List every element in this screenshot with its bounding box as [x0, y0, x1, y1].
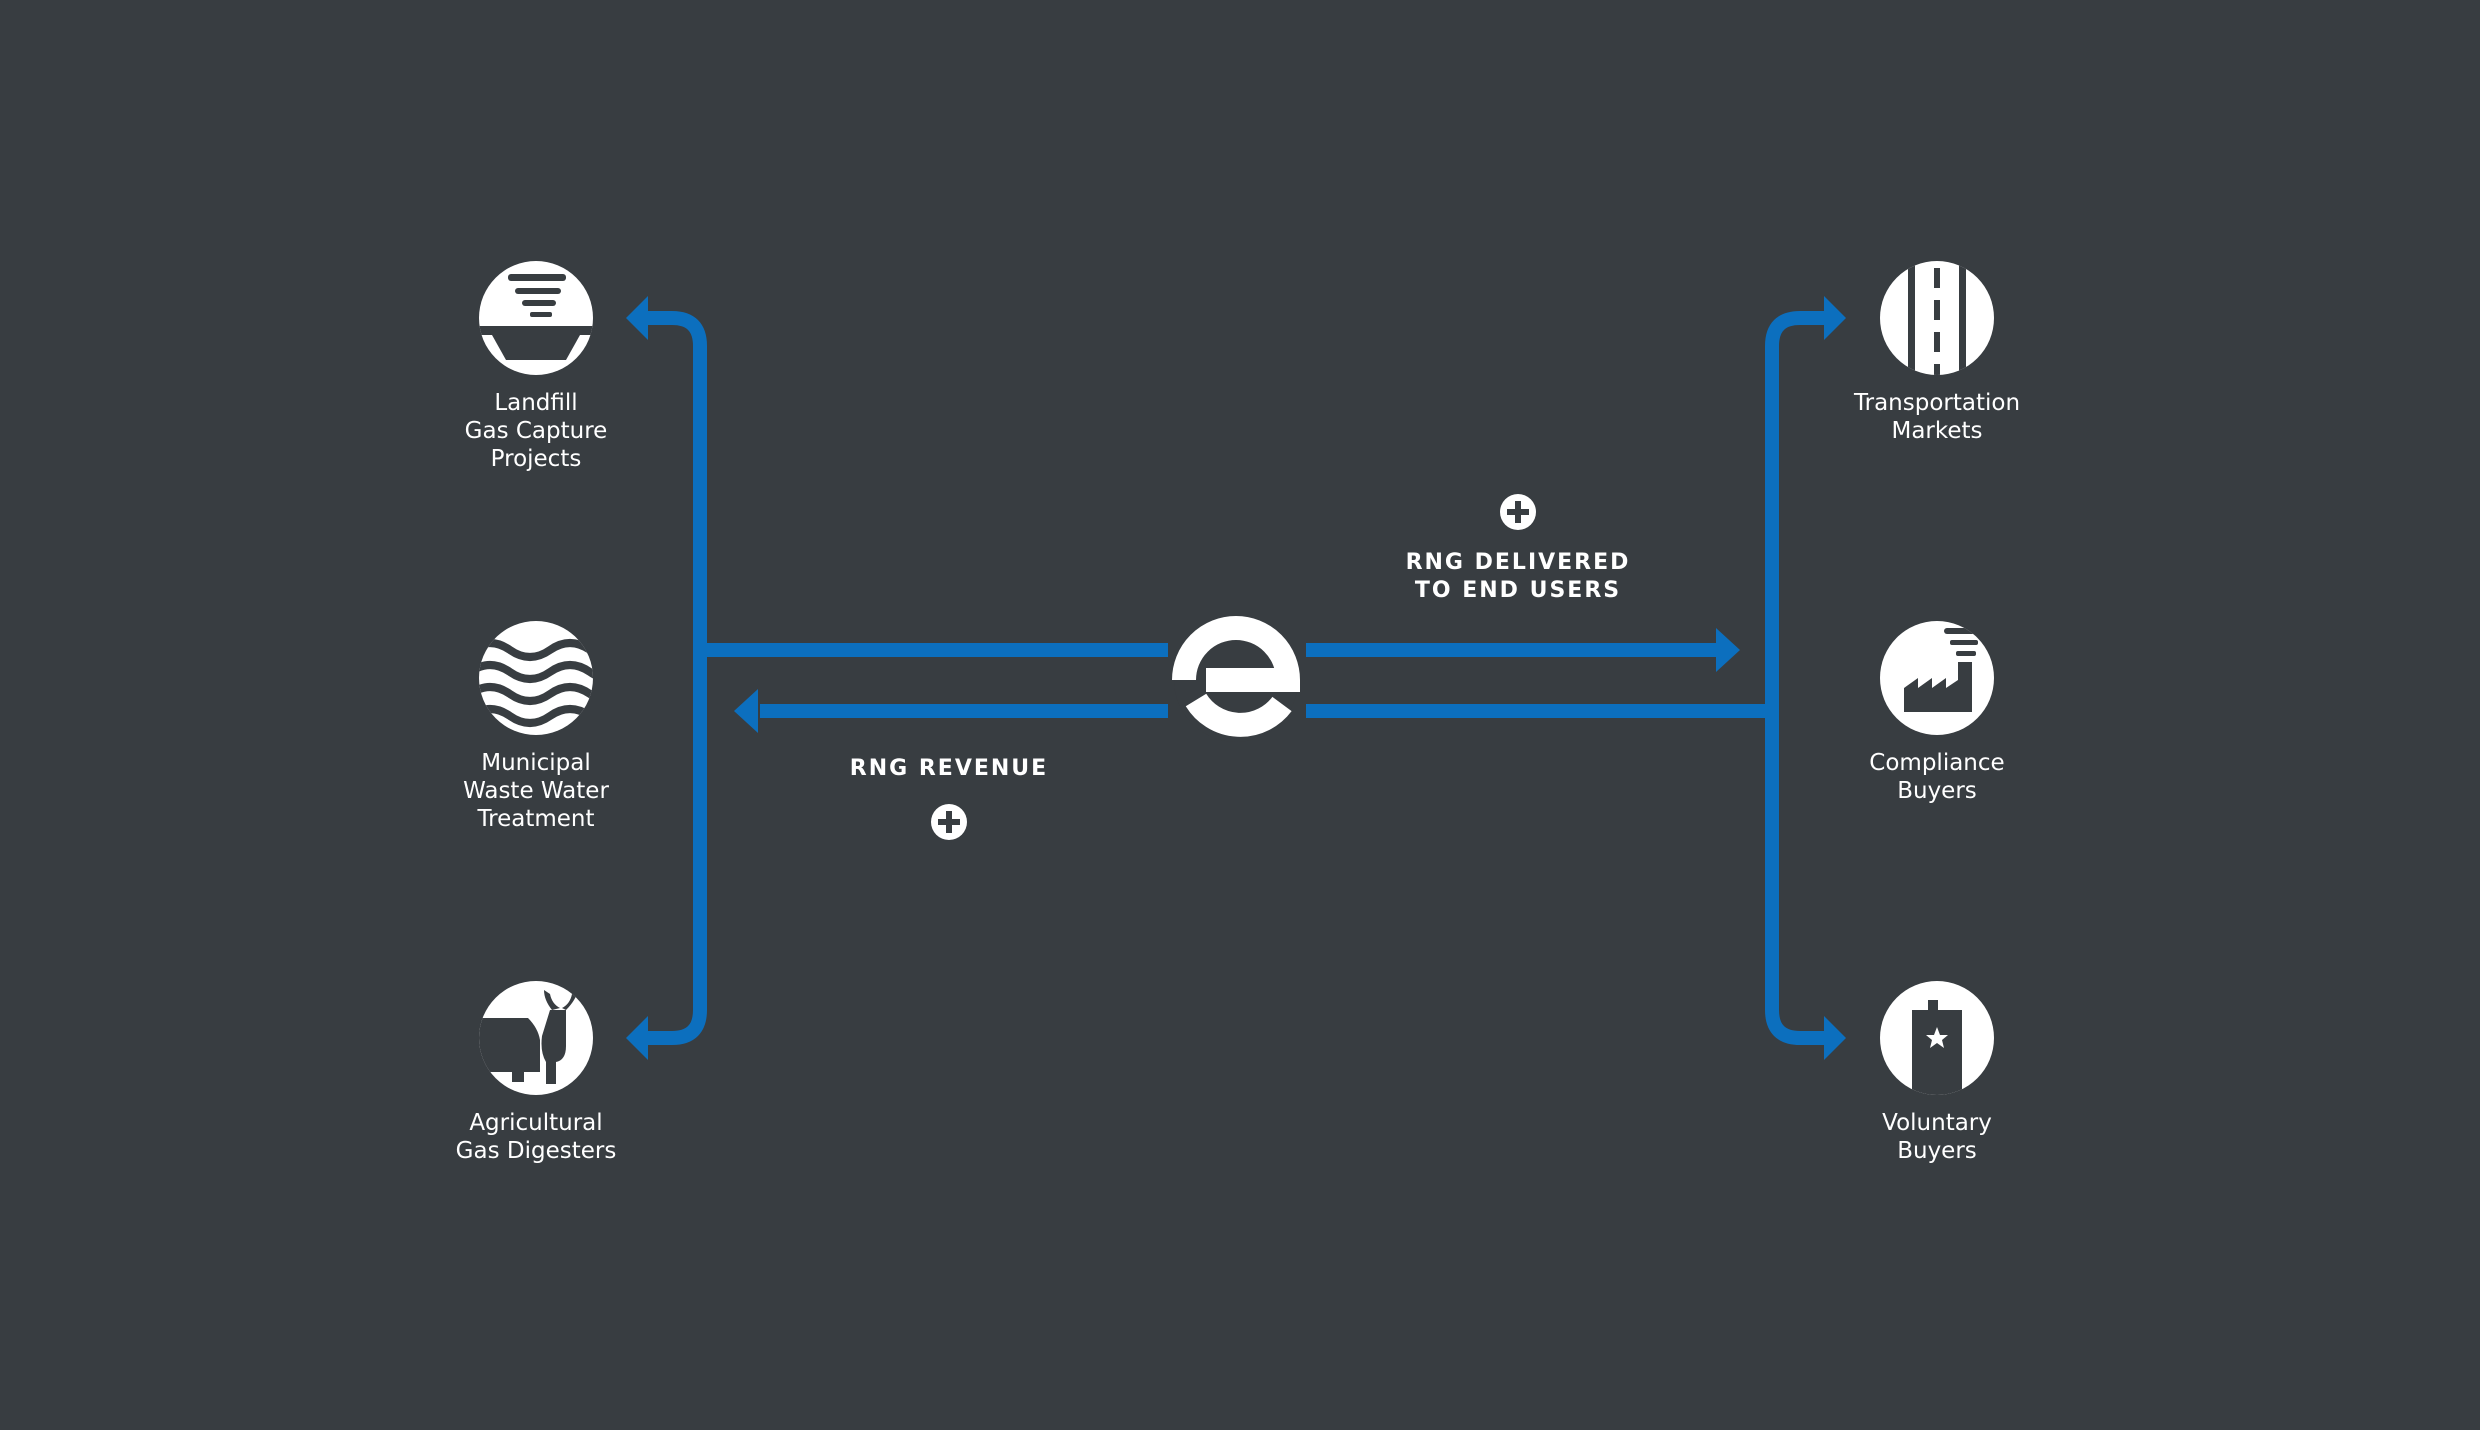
plus-circle-icon [931, 804, 967, 840]
transportation-label: Transportation Markets [1853, 390, 2021, 444]
municipal-label: Municipal Waste Water Treatment [463, 750, 609, 832]
left-arrowheads [626, 296, 758, 1060]
waves-icon [479, 621, 593, 735]
voluntary-label: Voluntary Buyers [1882, 1110, 1992, 1164]
road-icon [1880, 261, 1994, 375]
agricultural-label: Agricultural Gas Digesters [455, 1110, 617, 1164]
cow-icon [479, 981, 593, 1095]
arrow-to-transportation [1824, 296, 1846, 340]
right-bracket [1306, 311, 1826, 1045]
left-bracket [645, 311, 1168, 1045]
building-star-icon [1880, 981, 1994, 1095]
factory-icon [1880, 621, 1994, 735]
arrow-to-landfill [626, 296, 648, 340]
landfill-label: Landfill Gas Capture Projects [464, 390, 608, 472]
e-logo-icon [1172, 616, 1301, 742]
right-arrowheads [1716, 296, 1846, 1060]
arrow-revenue-head [734, 689, 758, 733]
landfill-icon [479, 261, 593, 375]
plus-circle-icon [1500, 494, 1536, 530]
arrow-to-voluntary [1824, 1016, 1846, 1060]
rng-delivered-label: RNG DELIVERED TO END USERS [1405, 550, 1631, 603]
arrow-delivered-head [1716, 628, 1740, 672]
rng-revenue-label: RNG REVENUE [849, 756, 1049, 781]
arrow-to-agricultural [626, 1016, 648, 1060]
compliance-label: Compliance Buyers [1869, 750, 2005, 804]
